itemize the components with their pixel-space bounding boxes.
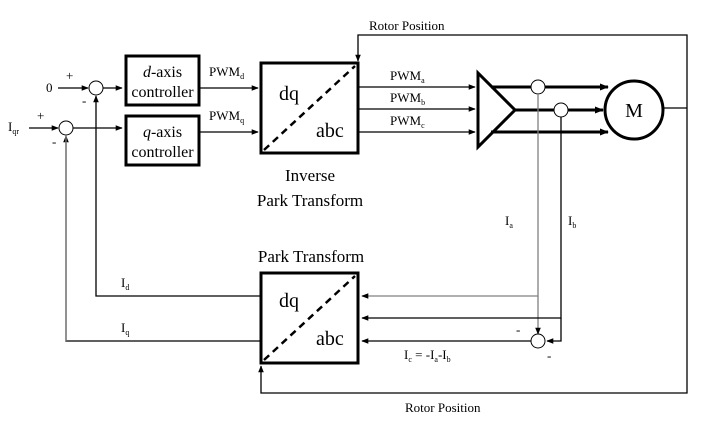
ic-sum-minus-right: - [547, 348, 551, 363]
i-b-label: Ib [568, 213, 576, 230]
i-b-feedback-wire [361, 117, 562, 321]
i-a-feedback-wire [361, 94, 539, 299]
d-reference-value: 0 [46, 80, 53, 95]
ic-sum-minus-top: - [516, 322, 520, 337]
inverse-park-dq-label: dq [279, 83, 299, 105]
pwm-q-label: PWMq [209, 108, 244, 125]
q-axis-controller-line1: q-axis [143, 124, 182, 141]
pwm-c-label: PWMc [390, 113, 425, 130]
q-ref-sub: qr [12, 127, 19, 136]
motor-label: M [625, 100, 643, 122]
pwm-d-label: PWMd [209, 64, 244, 81]
park-caption: Park Transform [258, 247, 364, 266]
i-b-to-sum-wire [546, 318, 562, 344]
q-axis-controller-block [124, 114, 201, 167]
q-sum-plus-sign: + [37, 108, 44, 123]
i-d-label: Id [121, 275, 129, 292]
current-sensor-b [553, 102, 569, 118]
motor-circle [603, 79, 665, 141]
inverse-park-diagonal [263, 65, 356, 151]
park-diagonal [263, 275, 356, 361]
q-sum-minus-sign: - [52, 134, 56, 149]
i-a-label: Ia [505, 213, 513, 230]
ic-equation-label: Ic = -Ia-Ib [404, 347, 451, 364]
d-axis-controller-line1: d-axis [143, 64, 182, 81]
rotor-position-top-wire [355, 34, 688, 108]
rotor-position-bottom-wire [258, 108, 688, 394]
inverse-park-caption-line1: Inverse [285, 166, 335, 185]
q-reference-label: Iqr [8, 119, 19, 136]
q-summing-junction [58, 120, 74, 136]
i-q-feedback-wire [63, 135, 261, 342]
inverse-park-abc-label: abc [316, 120, 344, 142]
q-ref-main: I [8, 119, 12, 134]
current-sensor-a [530, 79, 546, 95]
d-sum-plus-sign: + [66, 68, 73, 83]
d-sum-minus-sign: - [82, 93, 86, 108]
d-summing-junction [88, 80, 104, 96]
pwm-a-label: PWMa [390, 68, 425, 85]
inverter-amplifier-triangle [476, 69, 518, 151]
park-abc-label: abc [316, 328, 344, 350]
d-axis-controller-line2: controller [131, 84, 194, 101]
i-q-label: Iq [121, 320, 129, 337]
ic-summing-junction [530, 333, 546, 349]
d-axis-controller-block [124, 54, 201, 107]
pwm-b-label: PWMb [390, 90, 425, 107]
q-axis-controller-line2: controller [131, 144, 194, 161]
rotor-position-top-label: Rotor Position [369, 18, 445, 33]
inverse-park-caption-line2: Park Transform [257, 191, 363, 210]
i-d-feedback-wire [93, 95, 261, 297]
park-dq-label: dq [279, 290, 299, 312]
rotor-position-bottom-label: Rotor Position [405, 400, 481, 415]
